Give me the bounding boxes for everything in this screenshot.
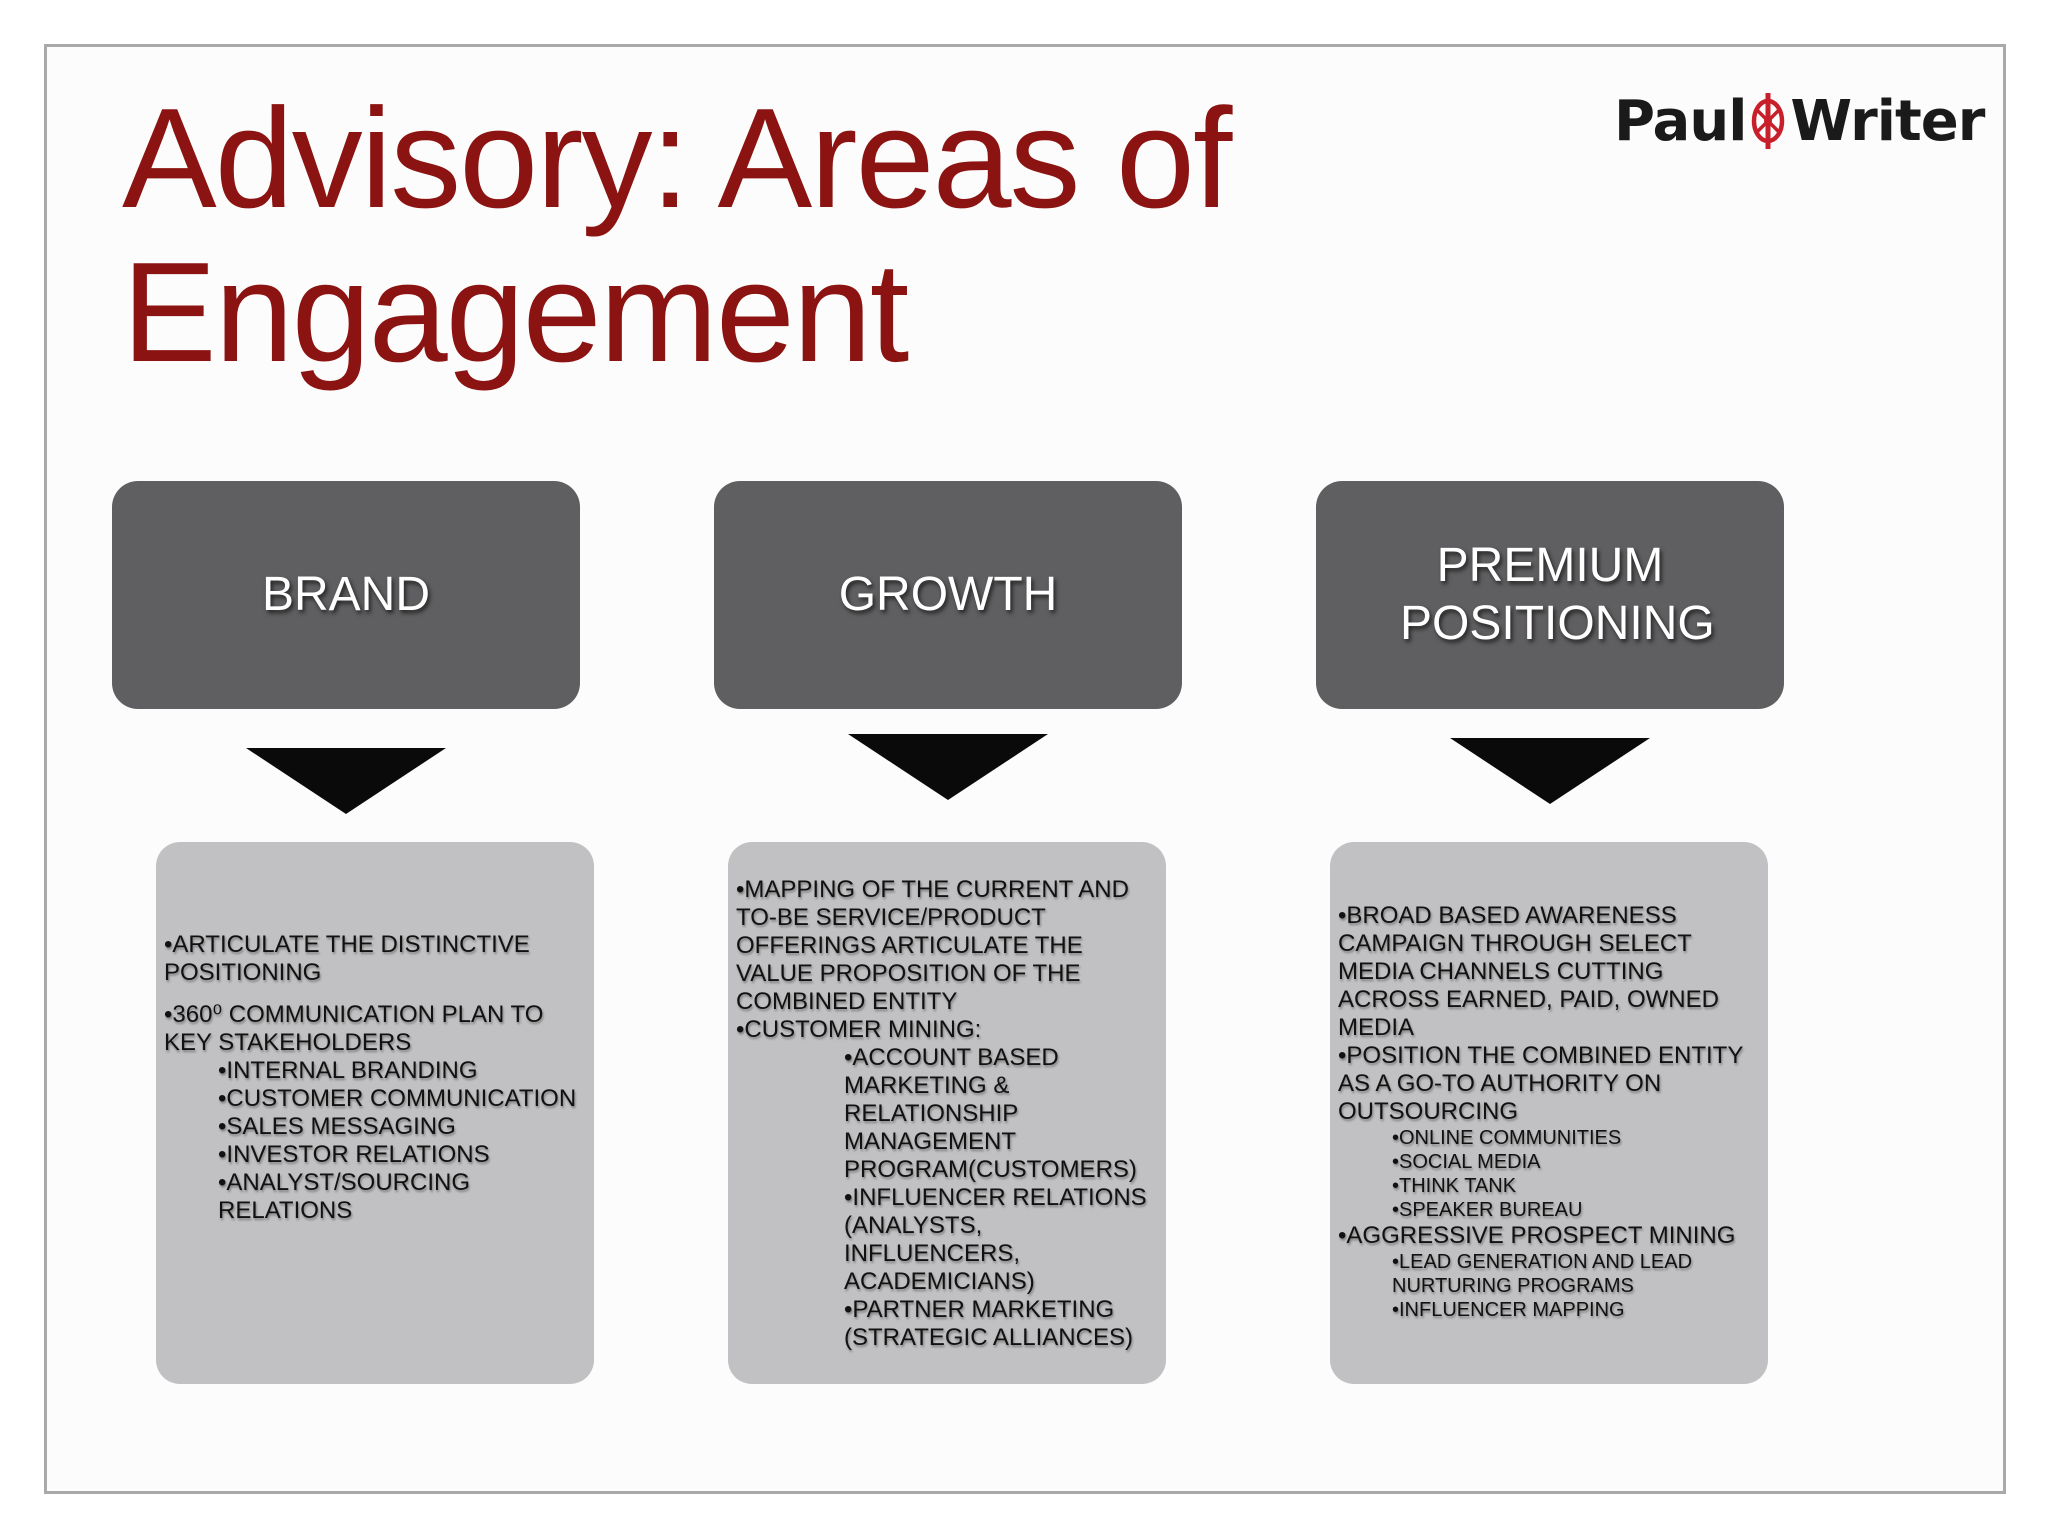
list-item: •PARTNER MARKETING (STRATEGIC ALLIANCES) [844,1296,1133,1351]
logo-text-right: Writer [1790,88,1985,154]
list-item: •LEAD GENERATION AND LEAD NURTURING PROG… [1392,1251,1693,1297]
list-item: •SPEAKER BUREAU [1392,1199,1583,1221]
list-item: •CUSTOMER COMMUNICATION [218,1085,577,1112]
list-item: •INFLUENCER MAPPING [1392,1299,1625,1321]
brand-down-arrow-icon [246,748,446,814]
growth-header-box: GROWTH [714,481,1182,709]
title-line-2: Engagement [122,233,909,392]
list-item: •ONLINE COMMUNITIES [1392,1127,1622,1149]
list-item: •360⁰ COMMUNICATION PLAN TO KEY STAKEHOL… [164,1001,544,1056]
page-title: Advisory: Areas of Engagement [122,79,1232,392]
brand-detail-box: •ARTICULATE THE DISTINCTIVE POSITIONING … [156,842,594,1384]
premium-down-arrow-icon [1450,738,1650,804]
growth-header-label: GROWTH [838,568,1058,621]
list-item: •ANALYST/SOURCING RELATIONS [218,1169,470,1224]
paulwriter-logo: Paul Writer [1614,86,1985,156]
list-item: •CUSTOMER MINING: [736,1016,982,1043]
list-item: •INVESTOR RELATIONS [218,1141,490,1168]
premium-positioning-detail-box: •BROAD BASED AWARENESS CAMPAIGN THROUGH … [1330,842,1768,1384]
paulwriter-emblem-icon [1752,93,1785,149]
list-item: •AGGRESSIVE PROSPECT MINING [1338,1222,1736,1249]
list-item: •POSITION THE COMBINED ENTITY AS A GO-TO… [1338,1042,1743,1125]
list-item: •MAPPING OF THE CURRENT AND TO-BE SERVIC… [736,876,1129,1015]
list-item: •ACCOUNT BASED MARKETING & RELATIONSHIP … [844,1044,1137,1183]
list-item: •SALES MESSAGING [218,1113,456,1140]
list-item: •SOCIAL MEDIA [1392,1151,1541,1173]
list-item: •BROAD BASED AWARENESS CAMPAIGN THROUGH … [1338,902,1719,1041]
growth-down-arrow-icon [848,734,1048,800]
list-item: •ARTICULATE THE DISTINCTIVE POSITIONING [164,931,530,986]
title-line-1: Advisory: Areas of [122,79,1232,238]
list-item: •THINK TANK [1392,1175,1517,1197]
logo-text-left: Paul [1614,88,1747,154]
premium-positioning-header-box: PREMIUM POSITIONING [1316,481,1784,709]
premium-positioning-header-label: PREMIUM POSITIONING [1400,539,1715,650]
list-item: •INFLUENCER RELATIONS (ANALYSTS, INFLUEN… [844,1184,1147,1295]
growth-detail-box: •MAPPING OF THE CURRENT AND TO-BE SERVIC… [728,842,1166,1384]
brand-header-box: BRAND [112,481,580,709]
brand-header-label: BRAND [261,568,431,621]
list-item: •INTERNAL BRANDING [218,1057,478,1084]
